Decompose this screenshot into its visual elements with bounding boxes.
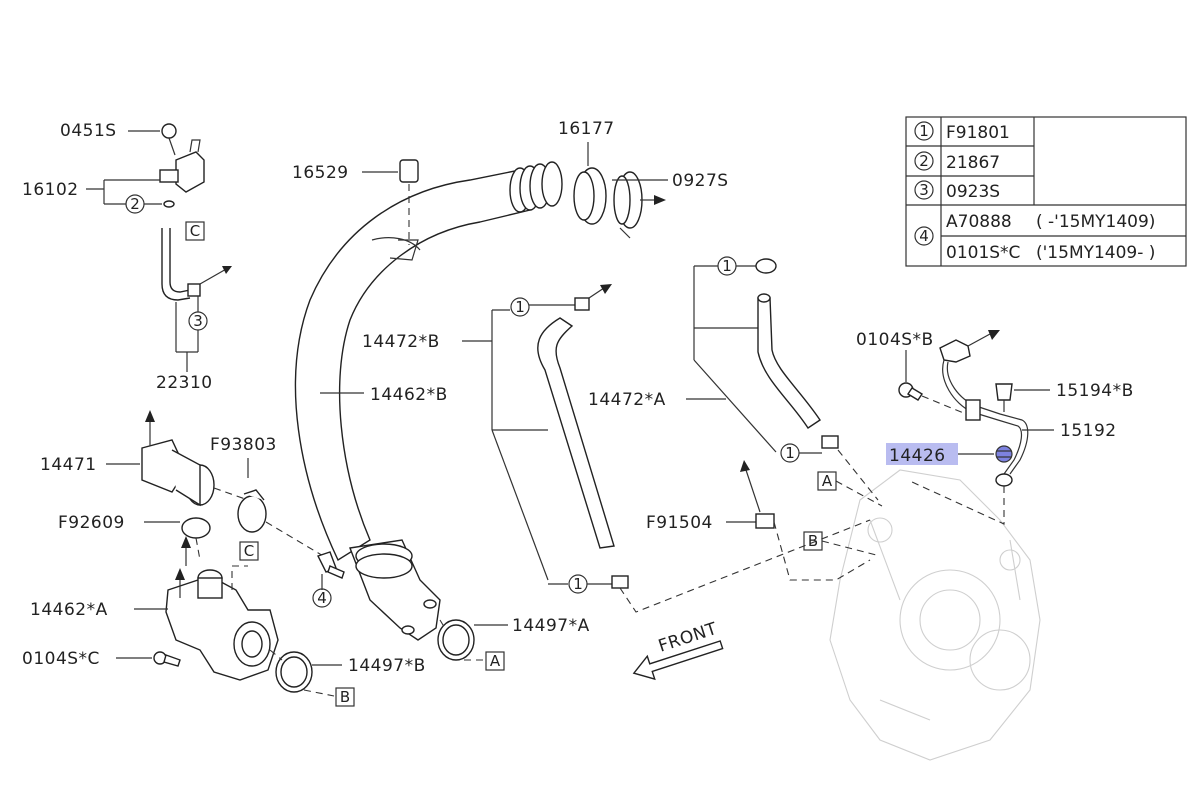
solenoid-group: 0451S 16102 2 C 3 22310 — [22, 121, 232, 393]
legend-note-4a: ( -'15MY1409) — [1036, 212, 1155, 232]
label-14426-highlight — [886, 443, 958, 465]
callout-1-a: 1 — [515, 298, 525, 316]
legend-num-1: 1 — [919, 122, 929, 140]
ref-box-A-upper: A — [822, 472, 833, 490]
callout-3: 3 — [193, 312, 203, 330]
legend-code-1: F91801 — [946, 123, 1010, 143]
label-F92609: F92609 — [58, 513, 125, 533]
legend-num-2: 2 — [919, 152, 929, 170]
ref-box-B-lower: B — [340, 688, 350, 706]
label-15192: 15192 — [1060, 421, 1117, 441]
label-0104SC: 0104S*C — [22, 649, 100, 669]
label-14462A: 14462*A — [30, 600, 108, 620]
callout-1-c: 1 — [722, 257, 732, 275]
ref-box-A-lower: A — [490, 652, 501, 670]
callout-4: 4 — [317, 589, 327, 607]
callout-1-d: 1 — [785, 444, 795, 462]
label-F91504: F91504 — [646, 513, 713, 533]
label-16177: 16177 — [558, 119, 615, 139]
label-14472B: 14472*B — [362, 332, 440, 352]
front-arrow: FRONT — [632, 619, 724, 681]
main-hose: 14462*B 4 14497*A A — [294, 161, 590, 671]
plug-16529: 16529 — [292, 159, 419, 245]
ref-box-C-lower: C — [244, 542, 254, 560]
label-F93803: F93803 — [210, 435, 277, 455]
ref-box-B-upper: B — [808, 532, 818, 550]
label-14462B: 14462*B — [370, 385, 448, 405]
callout-1-b: 1 — [573, 575, 583, 593]
ref-box-C-upper: C — [190, 222, 200, 240]
label-16529: 16529 — [292, 163, 349, 183]
label-14426: 14426 — [889, 446, 946, 466]
label-14497A: 14497*A — [512, 616, 590, 636]
part-F91504: F91504 B — [646, 460, 881, 581]
lower-left-group: 14471 F93803 F92609 C 14462*A 0104S*C — [22, 410, 426, 707]
label-22310: 22310 — [156, 373, 213, 393]
clamp-group: 16177 0927S — [558, 119, 729, 239]
legend-note-4b: ('15MY1409- ) — [1036, 243, 1155, 263]
label-15194B: 15194*B — [1056, 381, 1134, 401]
engine-ghost-outline — [829, 469, 1041, 761]
right-pipe-group: 0104S*B 15194*B 15192 14426 — [856, 330, 1134, 525]
label-14497B: 14497*B — [348, 656, 426, 676]
legend-table: 1 2 3 4 F91801 21867 0923S A70888 ( -'15… — [905, 116, 1187, 267]
legend-code-4b: 0101S*C — [946, 243, 1020, 263]
washer-14426-highlight — [995, 445, 1013, 463]
label-16102: 16102 — [22, 180, 79, 200]
hose-14472B: 14472*B 1 1 — [362, 284, 871, 613]
label-0104SB: 0104S*B — [856, 330, 934, 350]
legend-code-3: 0923S — [946, 182, 1000, 202]
hose-14472A: 1 14472*A 1 A — [588, 256, 883, 507]
legend-code-4a: A70888 — [946, 212, 1012, 232]
label-0451S: 0451S — [60, 121, 117, 141]
label-14472A: 14472*A — [588, 390, 666, 410]
callout-2: 2 — [130, 195, 140, 213]
label-0927S: 0927S — [672, 171, 729, 191]
legend-code-2: 21867 — [946, 153, 1000, 173]
legend-num-4: 4 — [919, 227, 929, 245]
legend-num-3: 3 — [919, 181, 929, 199]
label-14471: 14471 — [40, 455, 97, 475]
